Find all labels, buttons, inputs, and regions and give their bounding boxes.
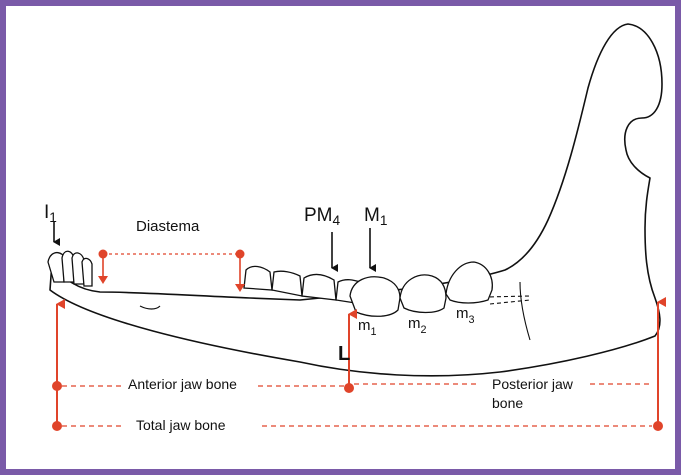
molar-label: M1 xyxy=(364,205,387,228)
total-label: Total jaw bone xyxy=(136,417,226,433)
incisors xyxy=(48,251,92,286)
incisor-label: I1 xyxy=(44,202,57,225)
premolar-label: PM4 xyxy=(304,205,341,228)
tooth-pointers xyxy=(54,222,370,268)
anterior-label: Anterior jaw bone xyxy=(128,376,237,392)
teeth xyxy=(48,251,492,316)
labels: I1 Diastema PM4 M1 m1 m2 m3 L Anterior j… xyxy=(44,202,574,433)
posterior-label-line2: bone xyxy=(492,395,523,411)
mandible-outline xyxy=(50,24,662,376)
m3-label: m3 xyxy=(456,305,475,326)
m2-label: m2 xyxy=(408,315,427,336)
diastema-dot-right xyxy=(236,250,245,259)
measurements xyxy=(52,250,663,432)
posterior-label-line1: Posterior jaw xyxy=(492,376,574,392)
m1-label: m1 xyxy=(358,317,377,338)
molars xyxy=(350,262,492,316)
jaw-height-label: L xyxy=(338,343,350,365)
diastema-label: Diastema xyxy=(136,218,200,235)
diastema-dot-left xyxy=(99,250,108,259)
